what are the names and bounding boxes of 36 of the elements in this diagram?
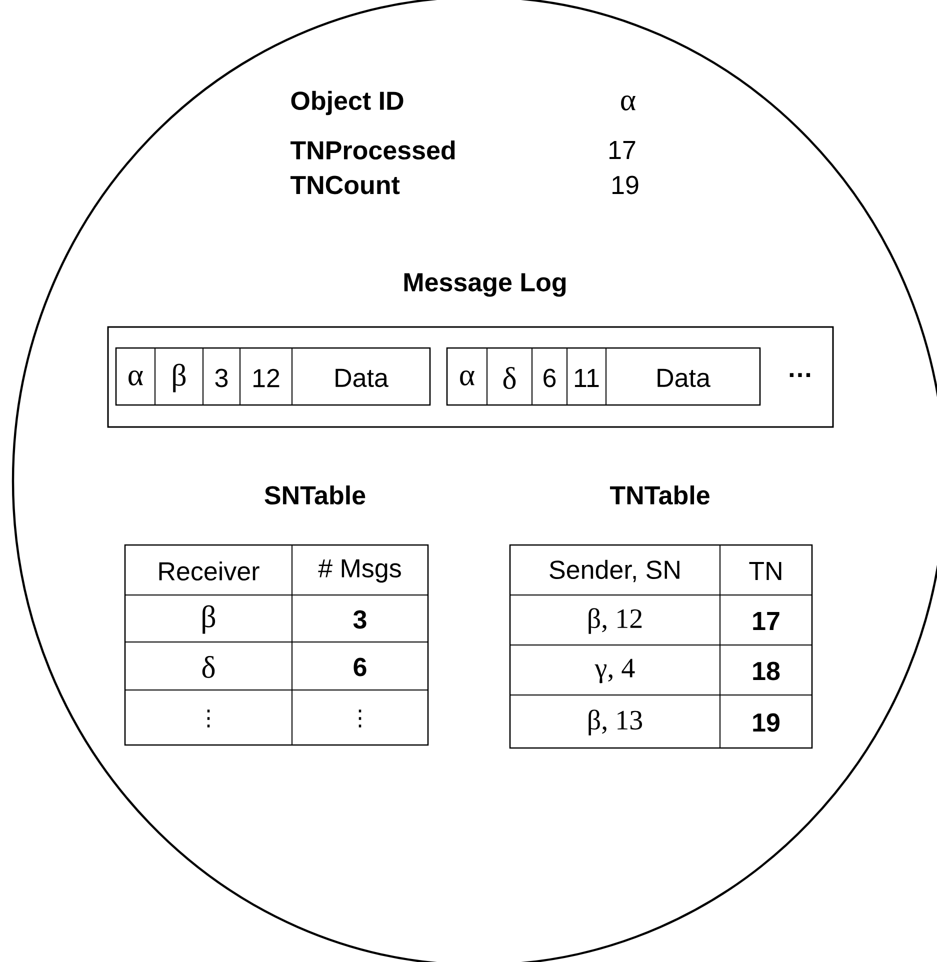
table-cell: β: [202, 605, 216, 634]
field-value: α: [460, 370, 474, 386]
field-value: α: [621, 96, 636, 110]
table-cell: β, 12: [588, 608, 642, 634]
table-cell: 6: [354, 658, 366, 676]
field-value: 19: [612, 176, 638, 194]
table-cell: 18: [753, 662, 780, 680]
field-name: Object ID: [291, 90, 404, 116]
header-cell: # Msgs: [318, 559, 401, 583]
field-value: 11: [574, 369, 599, 387]
field-name: TNProcessed: [290, 140, 455, 160]
field-value: α: [128, 370, 143, 386]
table-cell: ⋮: [358, 710, 362, 728]
field-name: TNCount: [290, 176, 400, 194]
field-value: 6: [544, 368, 556, 388]
table-cell: 19: [753, 713, 780, 732]
table-cell: 17: [753, 612, 780, 630]
table-cell: 3: [353, 610, 366, 629]
table-cell: β, 13: [588, 710, 642, 736]
header-cell: Receiver: [159, 561, 260, 581]
section-heading: Message Log: [404, 273, 566, 297]
field-value: 12: [254, 368, 280, 388]
table-cell: δ: [202, 656, 215, 678]
table-cell: γ, 4: [594, 658, 635, 684]
table-cell: ⋮: [207, 710, 210, 728]
field-value: β: [173, 364, 186, 392]
field-value: Data: [658, 368, 710, 388]
field-value: 17: [610, 141, 636, 159]
table-title: TNTable: [610, 485, 710, 505]
field-value: δ: [503, 367, 516, 389]
table-title: SNTable: [264, 485, 366, 505]
header-cell: Sender, SN: [550, 560, 680, 582]
field-value: 3: [215, 368, 228, 388]
header-cell: TN: [749, 562, 782, 580]
field-value: Data: [336, 368, 388, 388]
ellipsis: …: [790, 373, 810, 377]
